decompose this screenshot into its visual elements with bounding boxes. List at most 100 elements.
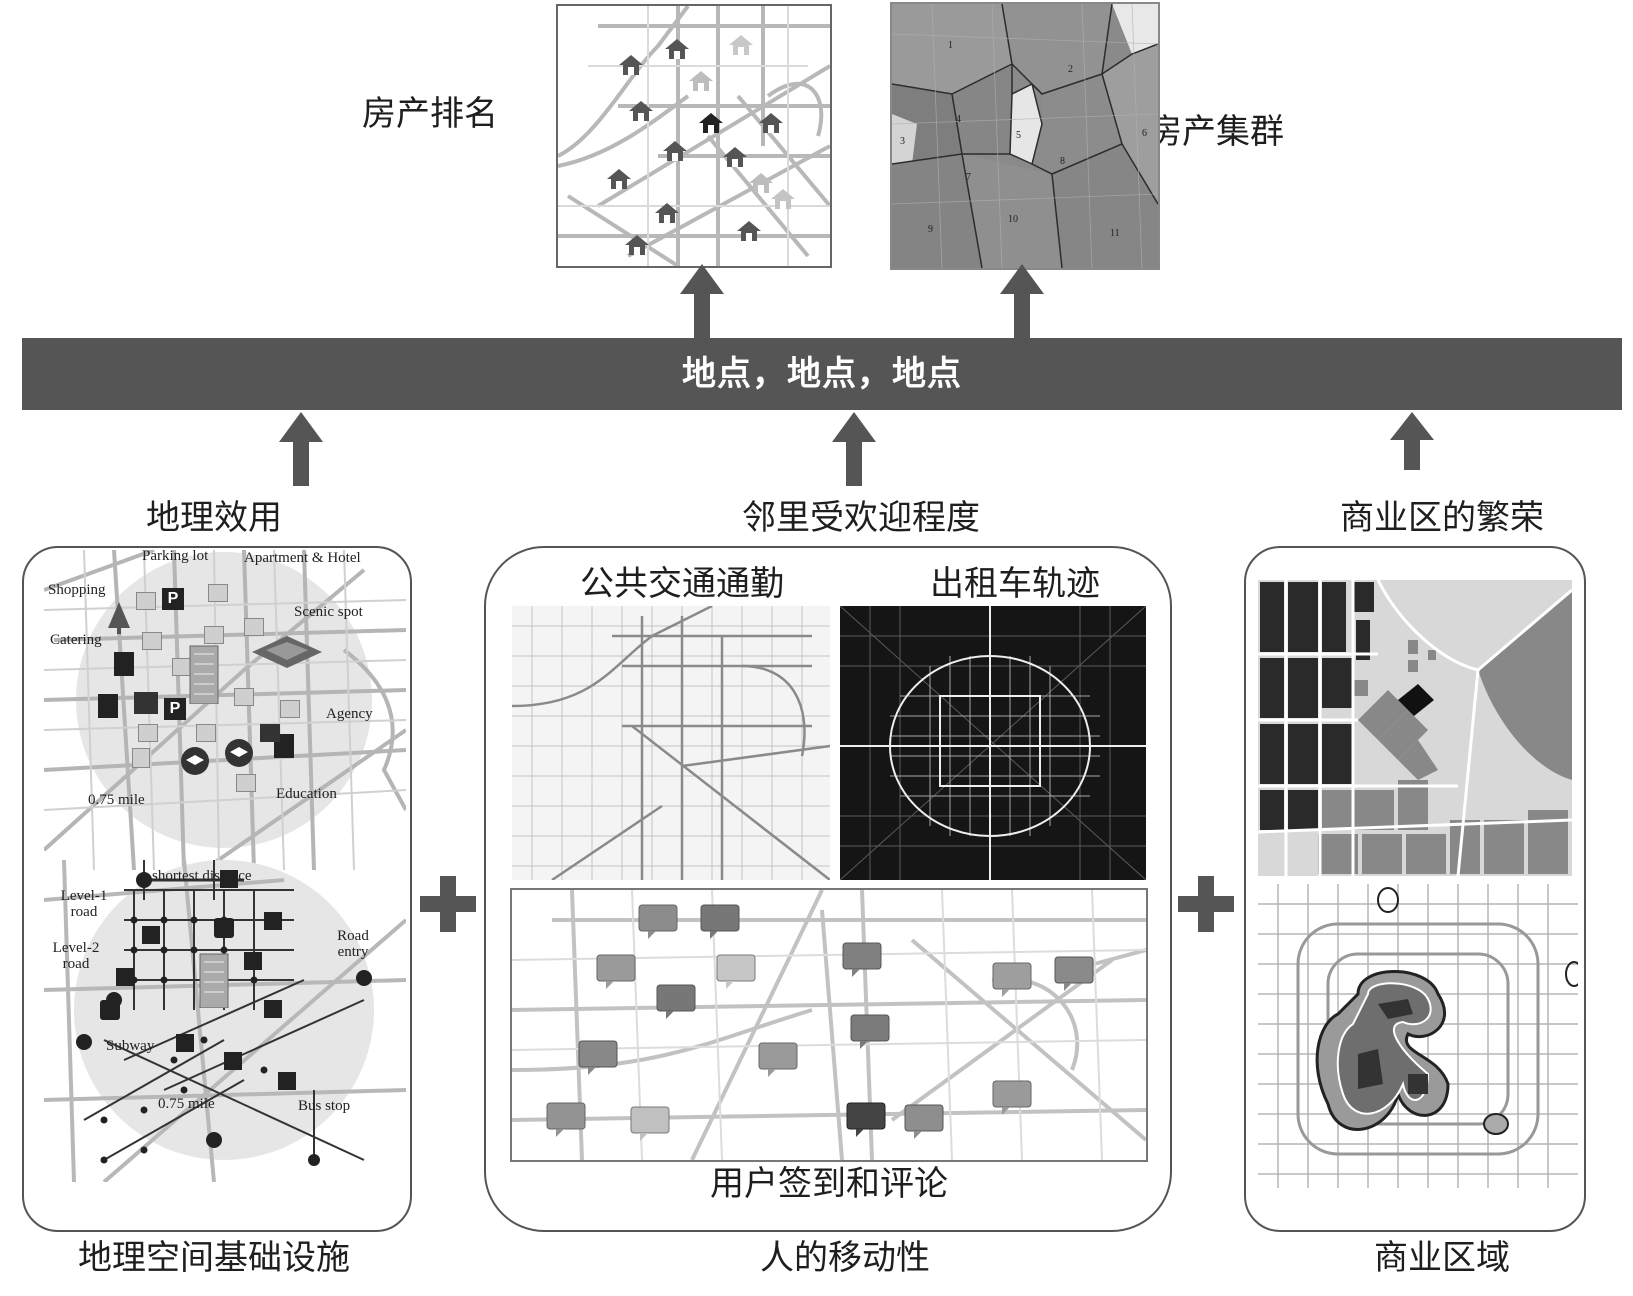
bus-icon — [176, 1034, 194, 1052]
catering-label: Catering — [50, 632, 102, 648]
bus-icon — [264, 1000, 282, 1018]
comment-icon — [546, 1102, 586, 1137]
cluster-id: 9 — [928, 224, 933, 235]
location-bar: 地点，地点，地点 — [22, 338, 1622, 410]
hotel-icon — [280, 700, 300, 718]
shopping-cart-icon — [204, 626, 224, 644]
radius-label: 0.75 mile — [158, 1096, 215, 1112]
cluster-id: 3 — [900, 136, 905, 147]
apartment-hotel-label: Apartment & Hotel — [244, 550, 361, 566]
bus-icon — [278, 1072, 296, 1090]
comment-icon — [638, 904, 678, 939]
house-icon — [699, 113, 723, 133]
cluster-id: 8 — [1060, 156, 1065, 167]
up-arrow-icon — [1390, 412, 1434, 470]
up-arrow-icon — [1000, 264, 1044, 340]
comment-icon — [992, 1080, 1032, 1115]
human-mobility-caption: 人的移动性 — [760, 1238, 930, 1278]
comment-icon — [630, 1106, 670, 1141]
comment-icon — [904, 1104, 944, 1139]
shopping-cart-icon — [136, 592, 156, 610]
bus-icon — [220, 870, 238, 888]
house-icon — [759, 113, 783, 133]
house-icon — [655, 203, 679, 223]
plus-icon — [1178, 876, 1234, 932]
transit-commute-title: 公共交通通勤 — [580, 564, 784, 604]
cluster-id: 11 — [1110, 228, 1120, 239]
bus-icon — [224, 1052, 242, 1070]
hotel-icon — [244, 618, 264, 636]
comment-icon — [700, 904, 740, 939]
business-prosperity-heading: 商业区的繁荣 — [1340, 498, 1544, 538]
up-arrow-icon — [279, 412, 323, 486]
house-icon — [723, 147, 747, 167]
scenic-spot-label: Scenic spot — [294, 604, 363, 620]
shopping-cart-icon — [208, 584, 228, 602]
building-icon — [189, 645, 219, 704]
scenic-spot-icon — [252, 636, 322, 668]
house-icon — [607, 169, 631, 189]
house-icon — [629, 101, 653, 121]
up-arrow-icon — [680, 264, 724, 340]
property-cluster-map: 1 2 3 4 5 6 7 8 9 10 11 — [890, 2, 1160, 270]
property-ranking-roads — [558, 6, 830, 266]
house-icon — [619, 55, 643, 75]
parking-lot-label: Parking lot — [142, 548, 209, 564]
shopping-cart-icon — [236, 774, 256, 792]
building-icon — [199, 953, 229, 1008]
cluster-id: 1 — [948, 40, 953, 51]
comment-icon — [716, 954, 756, 989]
taxi-trajectory-title: 出租车轨迹 — [930, 564, 1100, 604]
taxi-trajectory-map — [840, 606, 1146, 880]
radius-label: 0.75 mile — [88, 792, 145, 808]
comment-icon — [758, 1042, 798, 1077]
cluster-id: 10 — [1008, 214, 1018, 225]
cluster-id: 7 — [966, 172, 971, 183]
tree-icon — [108, 602, 130, 634]
location-bar-label: 地点，地点，地点 — [682, 354, 962, 394]
business-density-map — [1258, 884, 1578, 1188]
house-icon — [749, 173, 773, 193]
checkin-map — [510, 888, 1148, 1162]
house-icon — [663, 141, 687, 161]
road-entry-label: Road entry — [337, 928, 369, 960]
business-region-map — [1258, 580, 1572, 876]
bus-icon — [244, 952, 262, 970]
education-icon — [225, 739, 253, 767]
bus-icon — [142, 926, 160, 944]
comment-icon — [850, 1014, 890, 1049]
geo-infrastructure-panel: P P Parking lot Apartment & Hotel Shoppi… — [22, 546, 412, 1232]
hotel-icon — [234, 688, 254, 706]
human-mobility-panel: 公共交通通勤 出租车轨迹 — [484, 546, 1172, 1232]
business-area-panel — [1244, 546, 1586, 1232]
voronoi-cells — [892, 4, 1158, 268]
house-icon — [689, 71, 713, 91]
comment-icon — [1054, 956, 1094, 991]
catering-icon — [114, 652, 134, 676]
catering-icon — [98, 694, 118, 718]
agency-icon — [260, 724, 280, 742]
house-icon — [665, 39, 689, 59]
parking-icon: P — [164, 698, 186, 720]
agency-label: Agency — [326, 706, 373, 722]
up-arrow-icon — [832, 412, 876, 486]
museum-icon — [134, 692, 158, 714]
comment-icon — [656, 984, 696, 1019]
property-ranking-label: 房产排名 — [362, 94, 498, 134]
neighborhood-popularity-heading: 邻里受欢迎程度 — [742, 498, 980, 538]
geo-utility-heading: 地理效用 — [146, 498, 282, 538]
hotel-icon — [138, 724, 158, 742]
cluster-id: 4 — [956, 114, 961, 125]
comment-icon — [842, 942, 882, 977]
checkin-review-caption: 用户签到和评论 — [710, 1164, 948, 1204]
hotel-icon — [142, 632, 162, 650]
bus-icon — [264, 912, 282, 930]
cluster-id: 2 — [1068, 64, 1073, 75]
hospital-icon — [132, 748, 150, 768]
property-cluster-label: 房产集群 — [1148, 112, 1284, 152]
house-icon — [625, 235, 649, 255]
plus-icon — [420, 876, 476, 932]
transit-map — [512, 606, 830, 880]
house-icon — [729, 35, 753, 55]
comment-icon — [596, 954, 636, 989]
